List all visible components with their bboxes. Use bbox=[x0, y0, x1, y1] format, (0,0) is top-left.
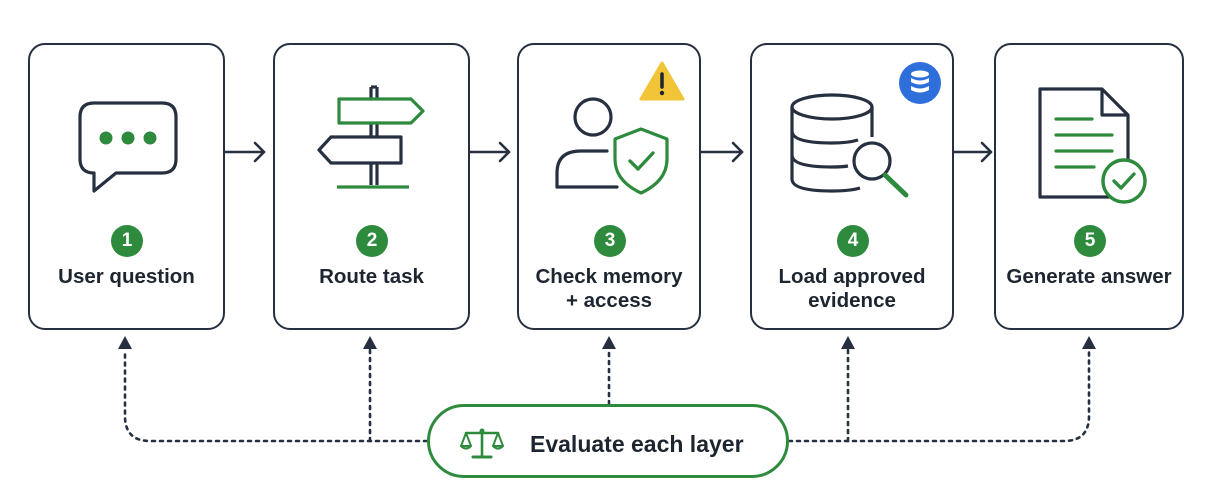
flow-arrows bbox=[223, 141, 993, 163]
step-label: Generate answer bbox=[996, 265, 1182, 289]
step-number-badge: 1 bbox=[111, 225, 143, 257]
signpost-icon bbox=[317, 85, 425, 189]
step-card-load-approved-evidence: 4 Load approved evidence bbox=[750, 43, 954, 330]
flow-arrow-1-2 bbox=[223, 141, 266, 163]
eval-arrowhead-3 bbox=[602, 336, 616, 349]
step-label: Route task bbox=[275, 265, 468, 289]
warning-icon bbox=[639, 61, 685, 101]
step-number-badge: 4 bbox=[837, 225, 869, 257]
evaluate-each-layer-pill: Evaluate each layer bbox=[427, 404, 789, 478]
eval-arrowhead-2 bbox=[363, 336, 377, 349]
evaluate-each-layer-label: Evaluate each layer bbox=[530, 431, 744, 457]
step-card-check-memory-access: 3 Check memory + access bbox=[517, 43, 701, 330]
step-label-line: Load approved bbox=[778, 265, 926, 288]
step-card-user-question: 1 User question bbox=[28, 43, 225, 330]
flow-arrow-3-4 bbox=[699, 141, 744, 163]
step-label: User question bbox=[30, 265, 223, 289]
step-label-line: Generate answer bbox=[1006, 265, 1172, 288]
step-card-generate-answer: 5 Generate answer bbox=[994, 43, 1184, 330]
document-check-icon bbox=[1038, 87, 1147, 204]
evaluation-connectors bbox=[123, 348, 1091, 443]
step-label-line: + access bbox=[565, 289, 653, 312]
balance-scale-icon bbox=[460, 428, 504, 459]
step-number-badge: 3 bbox=[594, 225, 626, 257]
step-label-line: Route task bbox=[319, 265, 424, 288]
flow-arrow-2-3 bbox=[468, 141, 511, 163]
step-label: Load approved evidence bbox=[752, 265, 952, 313]
step-label-line: Check memory bbox=[535, 265, 683, 288]
step-number-badge: 5 bbox=[1074, 225, 1106, 257]
flow-arrow-4-5 bbox=[952, 141, 993, 163]
database-badge-icon bbox=[899, 62, 941, 104]
evaluation-arrowheads bbox=[118, 336, 1096, 349]
eval-arrowhead-4 bbox=[841, 336, 855, 349]
eval-arrowhead-5 bbox=[1082, 336, 1096, 349]
eval-arrowhead-1 bbox=[118, 336, 132, 349]
user-shield-icon bbox=[555, 97, 669, 195]
eval-line-step-1 bbox=[123, 348, 429, 443]
chat-bubble-icon bbox=[78, 101, 178, 193]
step-label: Check memory + access bbox=[519, 265, 699, 313]
step-label-line: User question bbox=[58, 265, 195, 288]
step-number-badge: 2 bbox=[356, 225, 388, 257]
database-search-icon bbox=[790, 93, 909, 198]
eval-line-step-5 bbox=[787, 348, 1091, 443]
step-card-route-task: 2 Route task bbox=[273, 43, 470, 330]
step-label-line: evidence bbox=[808, 289, 896, 312]
